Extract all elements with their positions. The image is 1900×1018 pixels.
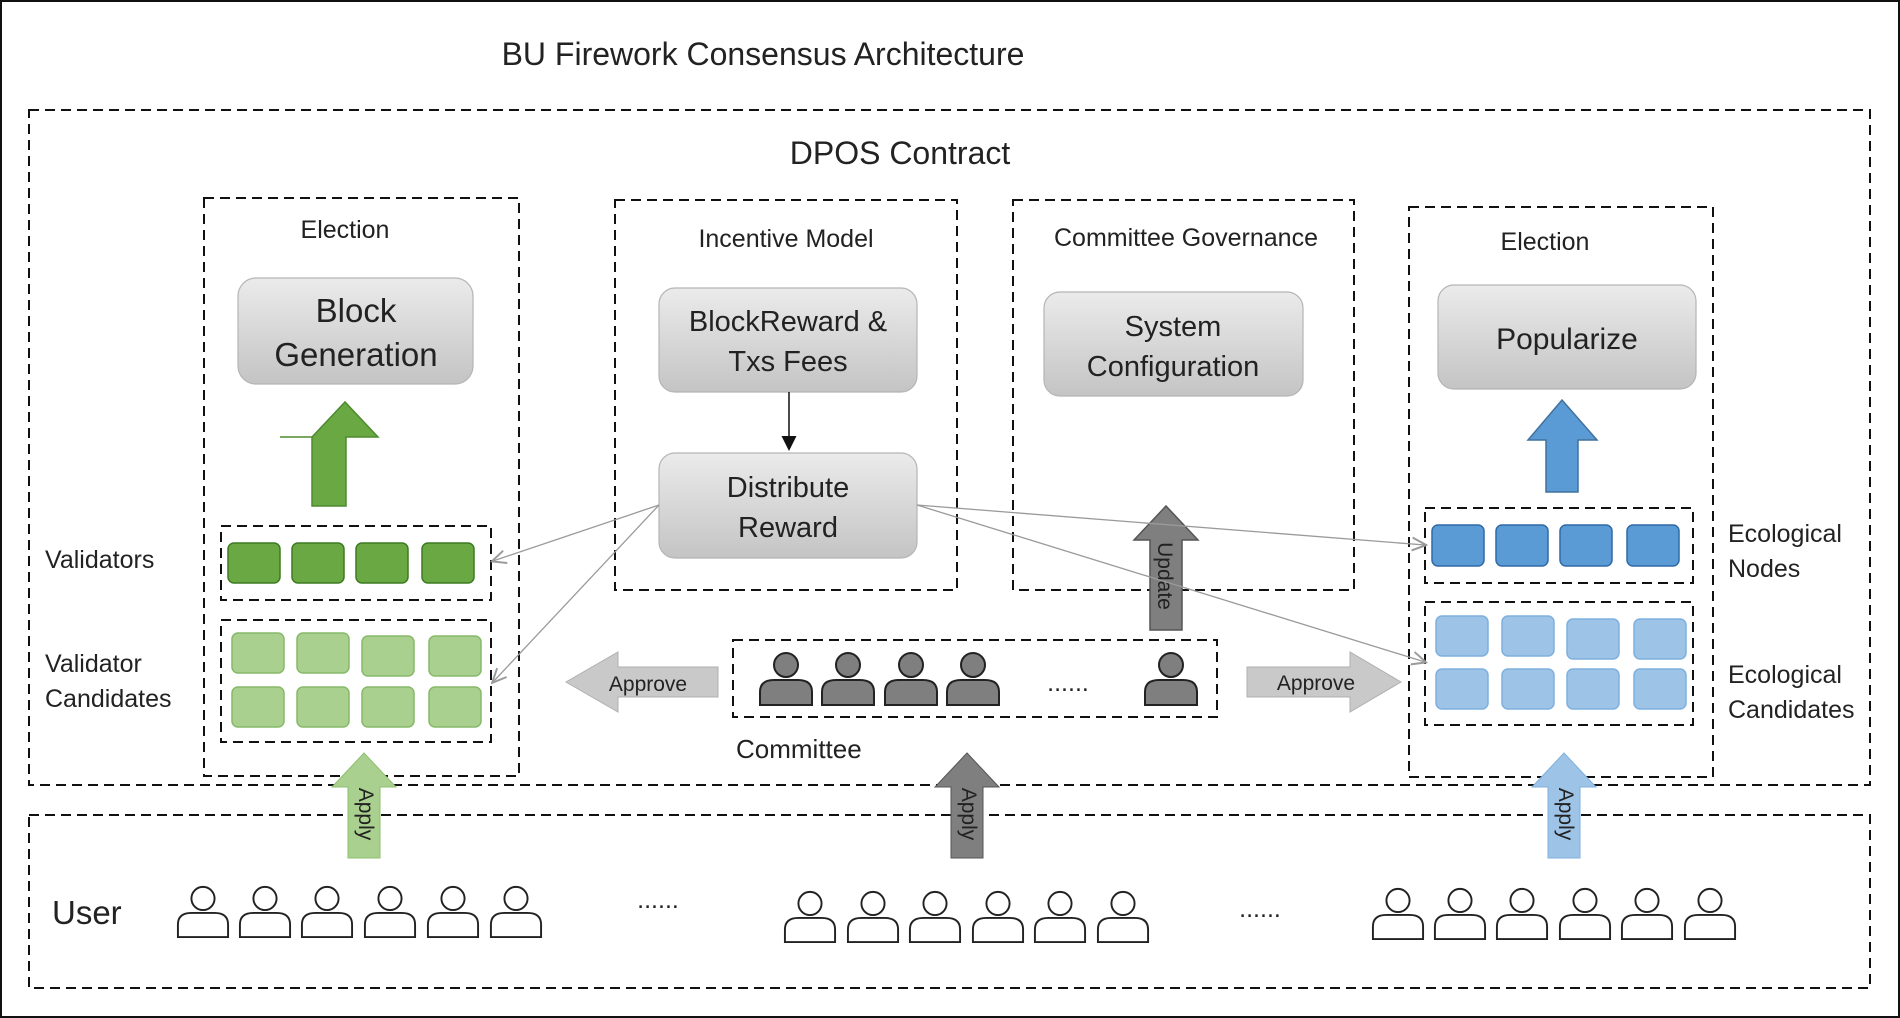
block-generation-line2: Generation bbox=[274, 336, 437, 373]
right-election-label: Election bbox=[1501, 228, 1590, 256]
blue-up-arrow-icon bbox=[1526, 398, 1599, 493]
validator-candidate-square bbox=[428, 686, 482, 728]
validator-candidate-square bbox=[231, 632, 285, 674]
reward-to-ecological-candidates-line bbox=[916, 504, 1425, 662]
ecological-node-square bbox=[1559, 524, 1613, 567]
validator-square bbox=[291, 542, 345, 584]
ecological-candidate-square bbox=[1501, 668, 1555, 710]
ecological-nodes-row bbox=[1431, 524, 1680, 567]
system-configuration-line1: System bbox=[1125, 311, 1222, 343]
committee-label: Committee bbox=[736, 734, 862, 764]
blockreward-box bbox=[658, 287, 918, 393]
system-configuration-box bbox=[1043, 291, 1304, 397]
validators-row bbox=[227, 542, 475, 584]
ecological-node-square bbox=[1431, 524, 1485, 567]
popularize-box bbox=[1437, 284, 1697, 390]
committee-ellipsis: ...... bbox=[1047, 669, 1089, 697]
validator-candidates-label-line1: Validator bbox=[45, 650, 142, 678]
block-generation-line1: Block bbox=[316, 292, 397, 329]
green-up-arrow-icon bbox=[280, 400, 380, 507]
validator-candidate-square bbox=[361, 635, 415, 677]
approve-right-arrow-icon bbox=[1246, 651, 1402, 713]
system-configuration-line2: Configuration bbox=[1087, 351, 1260, 383]
ecological-candidates-label-line1: Ecological bbox=[1728, 661, 1842, 689]
apply-green-arrow-icon bbox=[330, 752, 398, 859]
validator-square bbox=[227, 542, 281, 584]
validators-label: Validators bbox=[45, 546, 154, 574]
reward-to-validators-line bbox=[493, 504, 660, 561]
ecological-node-square bbox=[1495, 524, 1549, 567]
user-ellipsis-left: ...... bbox=[637, 886, 679, 914]
incentive-model-label: Incentive Model bbox=[698, 225, 873, 253]
user-ellipsis-right: ...... bbox=[1239, 895, 1281, 923]
validator-square bbox=[421, 542, 475, 584]
dpos-contract-label: DPOS Contract bbox=[790, 135, 1011, 171]
blockreward-line2: Txs Fees bbox=[728, 346, 847, 378]
validator-square bbox=[355, 542, 409, 584]
committee-group bbox=[732, 639, 1218, 718]
ecological-candidate-square bbox=[1566, 618, 1620, 660]
apply-green-label: Apply bbox=[354, 788, 377, 841]
ecological-candidates-label-line2: Candidates bbox=[1728, 696, 1854, 724]
user-label: User bbox=[52, 894, 122, 931]
left-election-label: Election bbox=[301, 216, 390, 244]
ecological-nodes-label-line2: Nodes bbox=[1728, 555, 1800, 583]
popularize-text: Popularize bbox=[1496, 323, 1638, 356]
distribute-reward-line1: Distribute bbox=[727, 472, 850, 504]
approve-right-label: Approve bbox=[1277, 672, 1355, 695]
incentive-model-container bbox=[614, 199, 958, 591]
validator-candidates-grid bbox=[231, 632, 482, 728]
ecological-candidate-square bbox=[1435, 668, 1489, 710]
ecological-node-square bbox=[1626, 524, 1680, 567]
committee-governance-label: Committee Governance bbox=[1054, 224, 1318, 252]
user-container bbox=[28, 814, 1871, 989]
diagram-title: BU Firework Consensus Architecture bbox=[502, 36, 1025, 72]
reward-to-ecological-nodes-line bbox=[916, 504, 1425, 545]
distribute-reward-line2: Reward bbox=[738, 512, 838, 544]
validator-candidate-square bbox=[296, 632, 350, 674]
ecological-nodes-label-line1: Ecological bbox=[1728, 520, 1842, 548]
ecological-candidate-square bbox=[1501, 615, 1555, 657]
validator-candidate-square bbox=[296, 686, 350, 728]
reward-to-validator-candidates-line bbox=[493, 504, 660, 682]
ecological-candidates-grid bbox=[1435, 615, 1687, 710]
validator-candidates-label-line2: Candidates bbox=[45, 685, 171, 713]
approve-left-arrow-icon bbox=[564, 651, 719, 713]
blockreward-line1: BlockReward & bbox=[689, 306, 887, 338]
apply-blue-label: Apply bbox=[1554, 788, 1577, 841]
ecological-candidate-square bbox=[1435, 615, 1489, 657]
left-election-container bbox=[203, 197, 520, 777]
validator-candidates-group bbox=[220, 619, 492, 743]
update-up-arrow-icon bbox=[1132, 504, 1200, 631]
ecological-candidate-square bbox=[1633, 618, 1687, 660]
validator-candidate-square bbox=[361, 686, 415, 728]
validator-candidate-square bbox=[231, 686, 285, 728]
update-arrow-label: Update bbox=[1153, 542, 1176, 610]
approve-left-label: Approve bbox=[609, 673, 687, 696]
ecological-candidate-square bbox=[1566, 668, 1620, 710]
block-generation-box bbox=[237, 277, 474, 385]
ecological-candidate-square bbox=[1633, 668, 1687, 710]
apply-gray-arrow-icon bbox=[933, 752, 1001, 859]
validator-candidate-square bbox=[428, 635, 482, 677]
apply-gray-label: Apply bbox=[957, 788, 980, 841]
apply-blue-arrow-icon bbox=[1530, 752, 1598, 859]
committee-governance-container bbox=[1012, 199, 1355, 591]
dpos-contract-container bbox=[28, 109, 1871, 786]
